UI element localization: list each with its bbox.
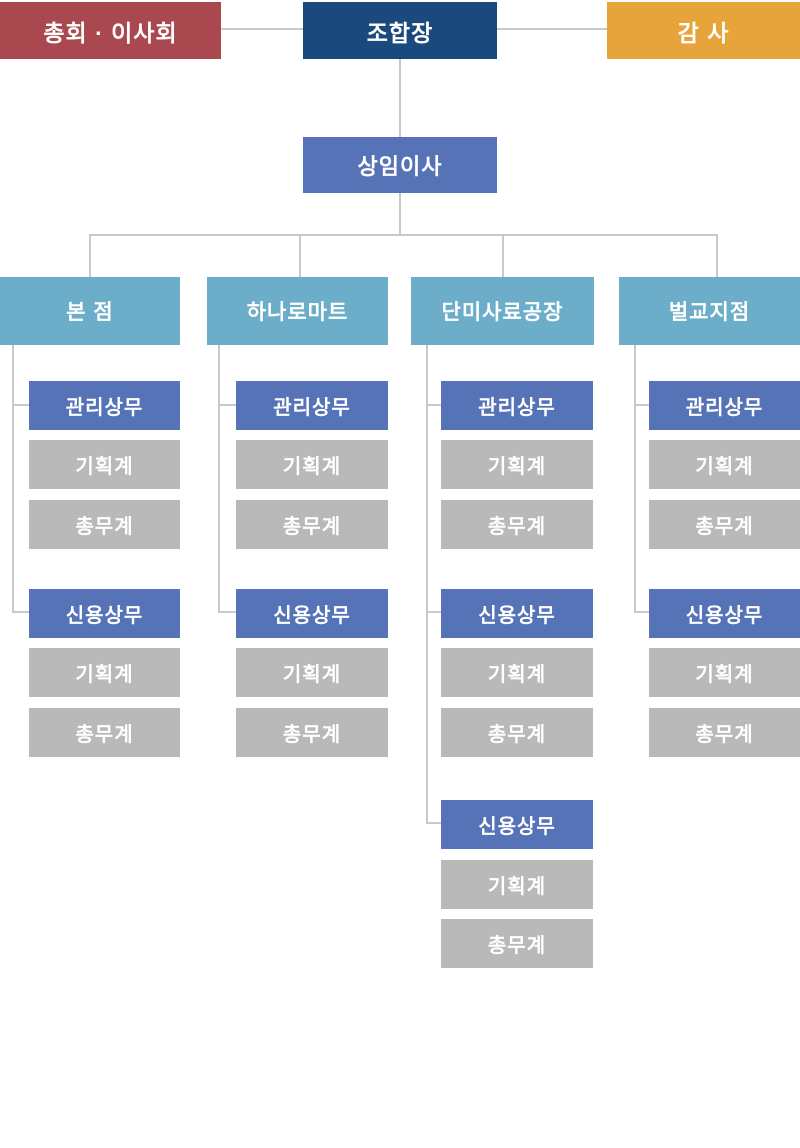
stub-beolgyo-managing	[634, 404, 649, 406]
box-executive-director: 상임이사	[303, 137, 497, 193]
stub-main-office-managing	[12, 404, 29, 406]
rail-main-office	[12, 345, 14, 613]
connector-executive-tree	[399, 193, 401, 235]
box-general-affairs-section: 총무계	[236, 708, 388, 757]
connector-assembly-chairman	[221, 28, 303, 30]
box-credit-director: 신용상무	[236, 589, 388, 638]
tree-drop-feed-factory	[502, 234, 504, 277]
box-planning-section: 기획계	[29, 440, 180, 489]
box-general-affairs-section: 총무계	[649, 500, 800, 549]
box-planning-section: 기획계	[29, 648, 180, 697]
box-credit-director: 신용상무	[29, 589, 180, 638]
tree-drop-hanaromart	[299, 234, 301, 277]
stub-feed-factory-managing	[426, 404, 441, 406]
box-planning-section: 기획계	[649, 648, 800, 697]
box-general-affairs-section: 총무계	[29, 500, 180, 549]
box-general-affairs-section: 총무계	[29, 708, 180, 757]
tree-drop-beolgyo	[716, 234, 718, 277]
connector-chairman-executive	[399, 59, 401, 137]
box-planning-section: 기획계	[441, 648, 593, 697]
box-general-assembly-board: 총회 · 이사회	[0, 2, 221, 59]
rail-beolgyo	[634, 345, 636, 613]
box-general-affairs-section: 총무계	[441, 919, 593, 968]
stub-hanaromart-managing	[218, 404, 236, 406]
branch-header-hanaromart: 하나로마트	[207, 277, 388, 345]
box-managing-director: 관리상무	[649, 381, 800, 430]
box-union-chairman: 조합장	[303, 2, 497, 59]
stub-main-office-credit	[12, 611, 29, 613]
box-general-affairs-section: 총무계	[441, 500, 593, 549]
box-planning-section: 기획계	[649, 440, 800, 489]
box-planning-section: 기획계	[236, 440, 388, 489]
box-managing-director: 관리상무	[441, 381, 593, 430]
stub-hanaromart-credit	[218, 611, 236, 613]
box-managing-director: 관리상무	[29, 381, 180, 430]
box-general-affairs-section: 총무계	[441, 708, 593, 757]
tree-horizontal-line	[89, 234, 718, 236]
tree-drop-main-office	[89, 234, 91, 277]
box-general-affairs-section: 총무계	[236, 500, 388, 549]
rail-hanaromart	[218, 345, 220, 613]
box-planning-section: 기획계	[236, 648, 388, 697]
branch-header-main-office: 본 점	[0, 277, 180, 345]
box-planning-section: 기획계	[441, 860, 593, 909]
stub-feed-factory-credit2	[426, 822, 441, 824]
connector-chairman-auditor	[497, 28, 607, 30]
box-planning-section: 기획계	[441, 440, 593, 489]
box-credit-director: 신용상무	[441, 800, 593, 849]
branch-header-beolgyo-branch: 벌교지점	[619, 277, 800, 345]
box-general-affairs-section: 총무계	[649, 708, 800, 757]
rail-feed-factory	[426, 345, 428, 824]
stub-beolgyo-credit	[634, 611, 649, 613]
branch-header-feed-factory: 단미사료공장	[411, 277, 594, 345]
box-credit-director: 신용상무	[649, 589, 800, 638]
box-managing-director: 관리상무	[236, 381, 388, 430]
box-auditor: 감 사	[607, 2, 800, 59]
stub-feed-factory-credit	[426, 611, 441, 613]
box-credit-director: 신용상무	[441, 589, 593, 638]
